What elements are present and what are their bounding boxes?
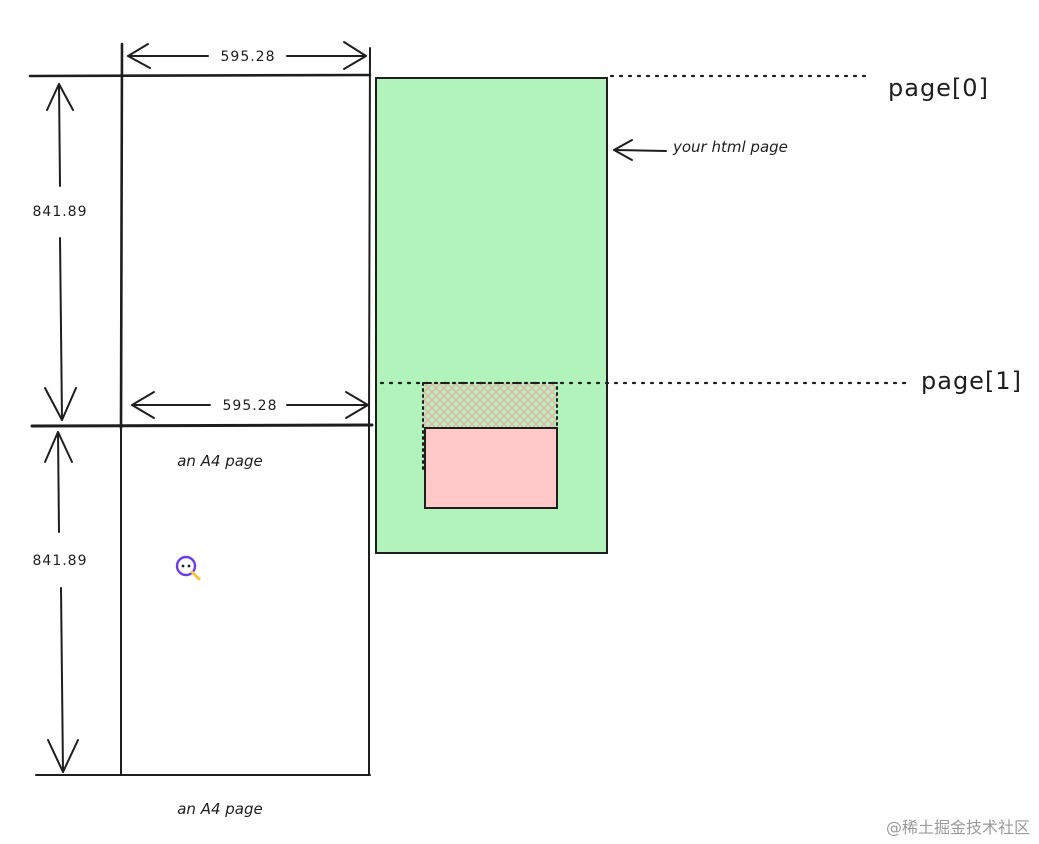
top-height-dimension (44, 83, 77, 421)
middle-width-label: 595.28 (223, 398, 278, 414)
a4-page-top (28, 42, 372, 430)
element-overflow-outline (422, 382, 558, 471)
caption-first-a4-page: an A4 page (177, 452, 263, 470)
bottom-height-label: 841.89 (33, 553, 88, 569)
middle-width-dimension (131, 391, 369, 419)
watermark: @稀土掘金技术社区 (886, 818, 1030, 837)
top-width-dimension (127, 41, 367, 70)
cursor-face-icon (175, 555, 201, 581)
top-height-label: 841.89 (33, 204, 88, 220)
a4-page-bottom (30, 423, 374, 776)
bottom-height-dimension (44, 431, 79, 773)
top-width-label: 595.28 (221, 49, 276, 65)
html-page-note: your html page (672, 138, 788, 156)
page1-label: page[1] (921, 367, 1022, 395)
page0-label: page[0] (888, 74, 989, 102)
element-overflow-region (423, 383, 557, 428)
caption-second-a4-page: an A4 page (177, 800, 263, 818)
split-element (424, 427, 558, 509)
html-page-note-arrow (613, 139, 667, 161)
